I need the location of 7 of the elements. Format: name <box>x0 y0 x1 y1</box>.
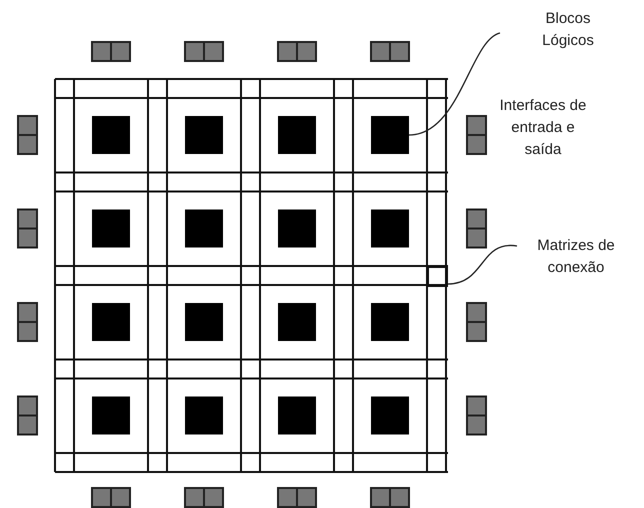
callout-text: Interfaces de entrada e saída <box>498 96 588 160</box>
leader-line <box>408 32 500 136</box>
leader-line <box>448 244 518 285</box>
logic-block <box>371 116 409 154</box>
switch-matrix <box>427 266 448 287</box>
callout-text: Blocos Lógicos <box>541 9 595 51</box>
callout-text: Matrizes de conexão <box>536 236 616 278</box>
